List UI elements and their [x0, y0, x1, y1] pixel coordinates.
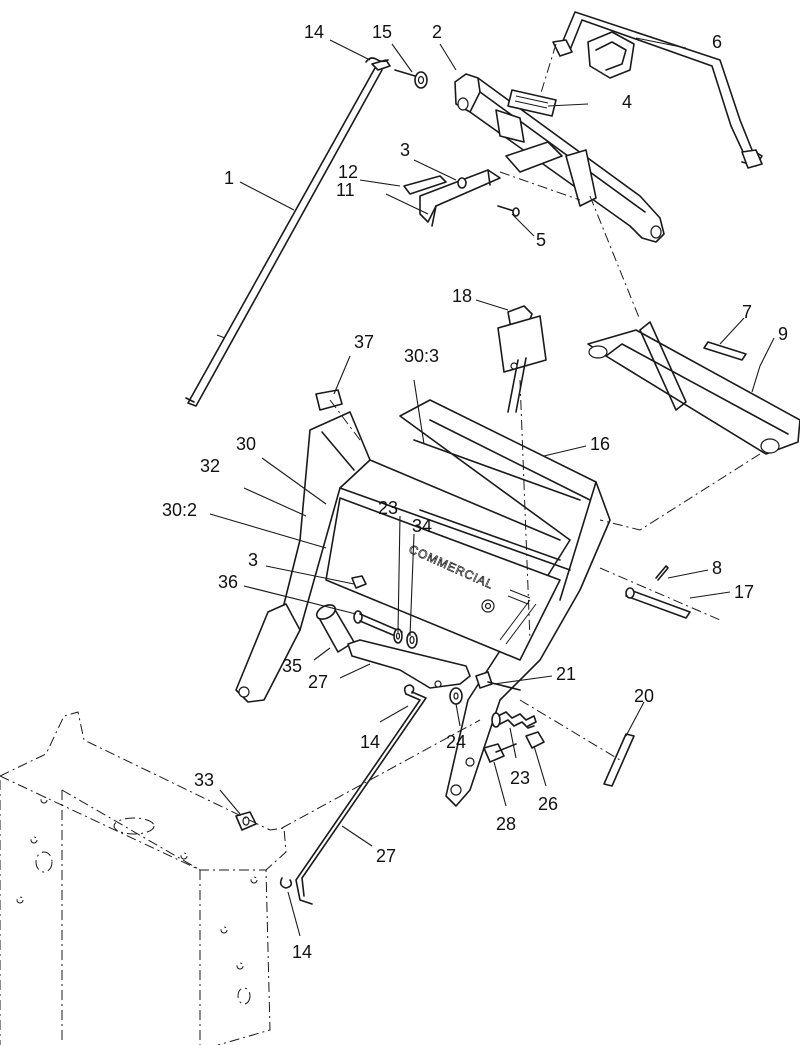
callout-27: 27 [308, 672, 328, 692]
part-bail-6 [552, 11, 763, 169]
part-nut-3-mid [351, 575, 367, 589]
callout-6: 6 [712, 32, 722, 52]
callout-23-top: 23 [378, 498, 398, 518]
callout-14-top: 14 [304, 22, 324, 42]
callout-1: 1 [224, 168, 234, 188]
callout-34: 34 [412, 516, 432, 536]
callout-2: 2 [432, 22, 442, 42]
callout-33: 33 [194, 770, 214, 790]
part-grip-12 [403, 175, 447, 195]
callout-5: 5 [536, 230, 546, 250]
callout-30-2: 30:2 [162, 500, 197, 520]
callout-20: 20 [634, 686, 654, 706]
part-clip-14-bottom [279, 877, 293, 889]
part-washer-23-lower [449, 687, 463, 705]
callout-23-bottom: 24 [446, 732, 466, 752]
part-screw-5 [497, 205, 520, 217]
part-clip-21 [475, 671, 521, 691]
callout-16: 16 [590, 434, 610, 454]
part-bushing-15 [394, 69, 428, 89]
part-control-panel-30-2: COMMERCIAL [325, 497, 561, 661]
part-side-plate-left [235, 603, 301, 703]
part-cotter-8 [655, 565, 669, 581]
callout-24: 26 [538, 794, 558, 814]
callout-22: 23 [510, 768, 530, 788]
leader-lines [209, 37, 775, 937]
callout-7: 7 [742, 302, 752, 322]
part-lever-arm-27 [347, 639, 471, 689]
callout-labels: 14 15 2 6 4 3 12 1 11 5 18 7 9 37 30:3 1… [162, 22, 788, 962]
callout-21: 21 [556, 664, 576, 684]
part-nut-3-top [457, 177, 467, 189]
callout-3-top: 3 [400, 140, 410, 160]
callout-4: 4 [622, 92, 632, 112]
part-clamp-11 [419, 169, 501, 227]
part-bracket-block [495, 109, 597, 207]
part-nut-33 [235, 811, 257, 831]
callout-8: 8 [712, 558, 722, 578]
callout-30-3: 30:3 [404, 346, 439, 366]
callout-36: 36 [218, 572, 238, 592]
callout-18: 18 [452, 286, 472, 306]
callout-30: 30 [236, 434, 256, 454]
part-upper-handle-2 [454, 73, 665, 243]
part-spring-22 [491, 711, 537, 729]
part-rod-26 [295, 691, 427, 905]
callout-12: 12 [338, 162, 358, 182]
part-block-37 [315, 389, 343, 411]
callout-37: 37 [354, 332, 374, 352]
callout-28: 28 [496, 814, 516, 834]
callout-14-mid: 14 [360, 732, 380, 752]
callout-3-mid: 3 [248, 550, 258, 570]
part-spacer-34 [406, 631, 418, 649]
part-crossbar-9 [587, 321, 800, 455]
part-nut-24 [525, 731, 545, 749]
part-frame-chassis [0, 711, 287, 1045]
part-lever-18 [497, 305, 547, 413]
callout-32: 32 [200, 456, 220, 476]
part-pin-20 [603, 733, 635, 787]
part-clip-14-mid [403, 684, 415, 695]
callout-15: 15 [372, 22, 392, 42]
callout-26: 27 [376, 846, 396, 866]
assembly-lines [281, 43, 761, 829]
callout-35: 35 [282, 656, 302, 676]
callout-14-bottom: 14 [292, 942, 312, 962]
part-rod-1 [185, 59, 391, 407]
part-bolt-28 [483, 743, 517, 763]
part-pin-17 [625, 587, 691, 619]
callout-11: 11 [336, 180, 355, 200]
callout-17: 17 [734, 582, 754, 602]
callout-9: 9 [778, 324, 788, 344]
